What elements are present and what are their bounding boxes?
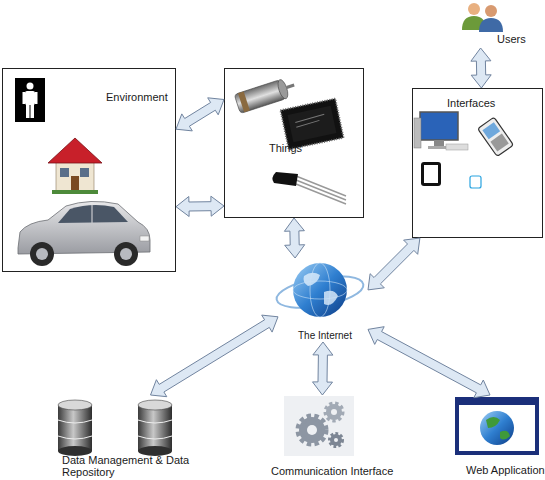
double-arrow (151, 315, 279, 397)
phone-icon (478, 117, 514, 156)
double-arrow (313, 342, 333, 395)
node-label: The Internet (298, 330, 368, 342)
interfaces-box: Interfaces (412, 88, 543, 238)
transistor-icon (272, 172, 346, 204)
chip-icon (280, 99, 343, 150)
web-application-node: Web Application (445, 395, 545, 480)
communication-node: Communication Interface (265, 395, 405, 480)
things-box: Things (224, 68, 364, 218)
double-arrow (176, 98, 224, 131)
environment-box: Environment (2, 68, 176, 272)
node-label: Environment (106, 91, 174, 103)
arrow-shape (471, 48, 491, 88)
arrow-shape (313, 342, 333, 395)
arrow-shape (368, 327, 490, 398)
person-icon (15, 78, 45, 122)
double-arrow (368, 327, 490, 398)
node-label: Web Application (466, 464, 545, 476)
node-label: Users (497, 33, 539, 45)
house-icon (48, 138, 102, 194)
double-arrow (284, 218, 304, 258)
monitor-icon (414, 112, 468, 150)
arrow-shape (151, 315, 279, 397)
database-icon (58, 400, 92, 456)
node-label: Data Management & Data Repository (62, 454, 202, 478)
web-window-icon (455, 397, 539, 455)
arrow-shape (284, 218, 304, 258)
node-label: Things (269, 142, 329, 154)
users-icon (462, 3, 503, 32)
small-device-icon (470, 176, 481, 188)
double-arrow (176, 196, 224, 216)
double-arrow (368, 238, 420, 290)
arrow-shape (368, 238, 420, 290)
data-repository-node: Data Management & Data Repository (40, 395, 210, 480)
node-label: Interfaces (447, 97, 517, 109)
arrow-shape (176, 98, 224, 131)
double-arrow (471, 48, 491, 88)
arrow-shape (176, 196, 224, 216)
internet-node: The Internet (278, 258, 368, 342)
users-node: Users (430, 0, 540, 48)
gears-icon (284, 396, 354, 456)
database-icon (138, 400, 172, 456)
globe-icon (274, 263, 366, 317)
node-label: Communication Interface (271, 465, 405, 477)
tablet-icon (421, 162, 441, 186)
car-icon (18, 201, 150, 266)
